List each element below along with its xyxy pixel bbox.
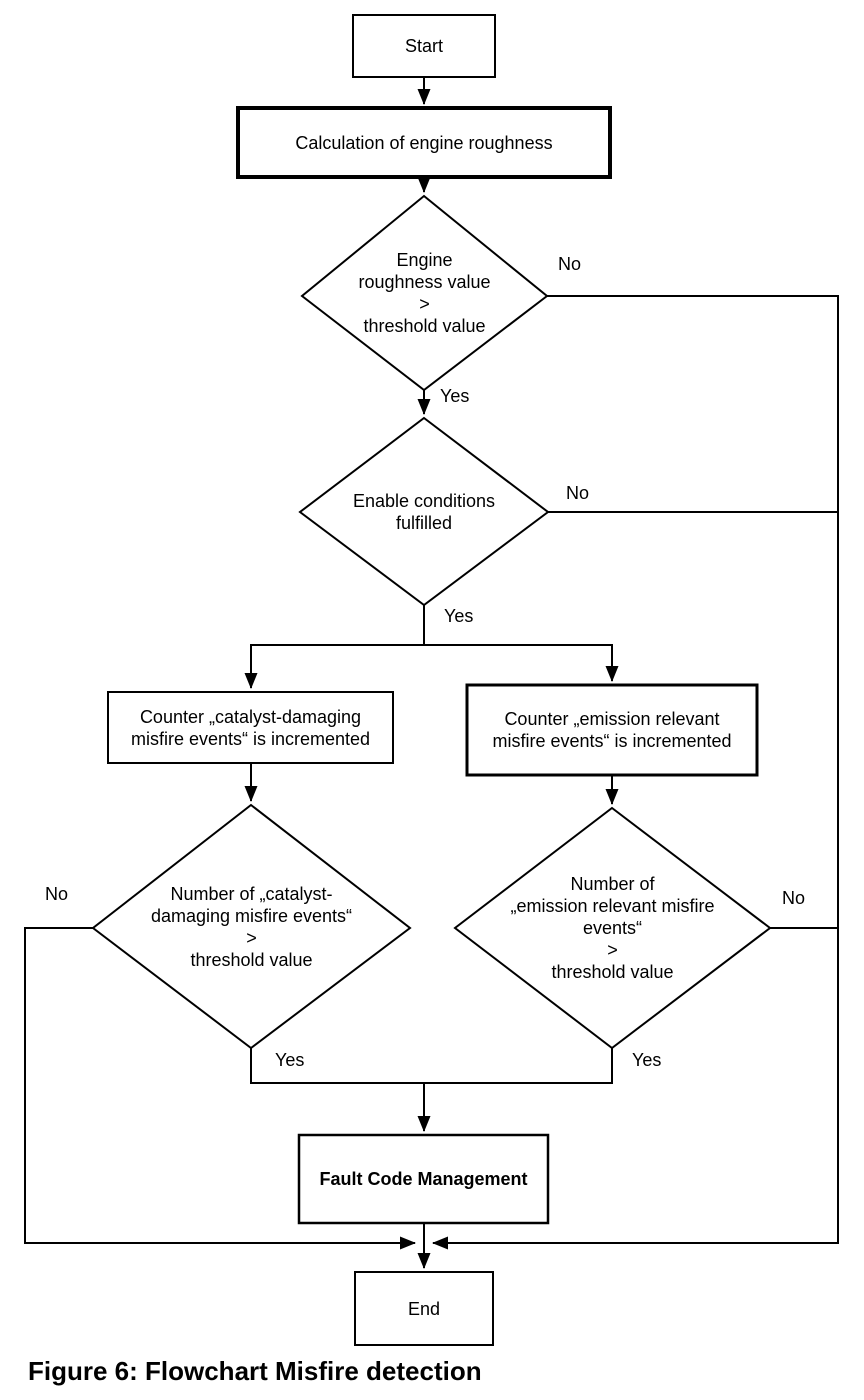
edge-catalyst-no-rail [24,927,416,1250]
calculation-node-shape [236,106,612,179]
end-node-shape [354,1271,494,1346]
start-node-shape [352,14,496,78]
roughness-decision-shape [300,194,549,392]
enable-decision-shape [298,416,550,607]
fault-code-shape [297,1133,550,1225]
catalyst-decision-shape [91,803,412,1050]
emission-counter-shape [465,683,759,777]
emission-decision-shape [453,806,772,1050]
catalyst-counter-shape [107,691,394,764]
figure-caption: Figure 6: Flowchart Misfire detection [28,1356,482,1386]
edge-roughness-no-rail [432,295,839,1250]
